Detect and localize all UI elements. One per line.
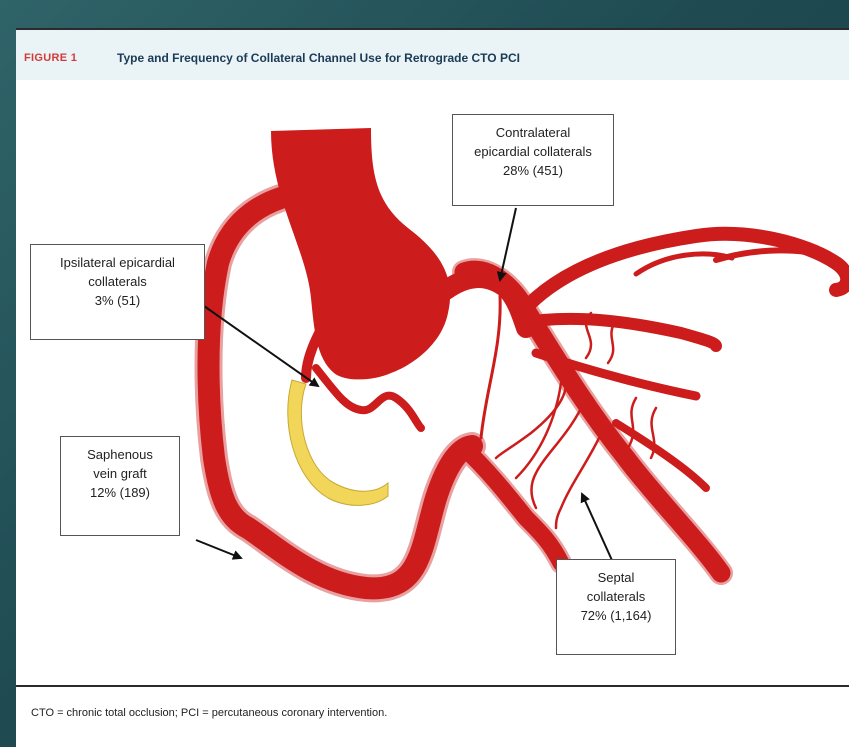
saphenous-line2: vein graft bbox=[61, 464, 179, 483]
septal-line2: collaterals bbox=[557, 587, 675, 606]
figure-title: Type and Frequency of Collateral Channel… bbox=[117, 51, 520, 65]
septal-collateral-3 bbox=[556, 423, 606, 528]
circumflex-side-branch bbox=[636, 254, 732, 274]
septal-collateral-2 bbox=[531, 398, 586, 508]
contralateral-line3: 28% (451) bbox=[453, 161, 613, 180]
saphenous-line1: Saphenous bbox=[61, 445, 179, 464]
contralateral-line2: epicardial collaterals bbox=[453, 142, 613, 161]
label-ipsilateral-collaterals: Ipsilateral epicardial collaterals 3% (5… bbox=[30, 244, 205, 340]
contralateral-line1: Contralateral bbox=[453, 123, 613, 142]
septal-line3: 72% (1,164) bbox=[557, 606, 675, 625]
coronary-diagram bbox=[16, 80, 849, 680]
figure-page: FIGURE 1 Type and Frequency of Collatera… bbox=[16, 28, 849, 747]
posterior-descending-artery bbox=[464, 448, 561, 563]
bottom-rule bbox=[16, 685, 849, 687]
saphenous-line3: 12% (189) bbox=[61, 483, 179, 502]
label-contralateral-collaterals: Contralateral epicardial collaterals 28%… bbox=[452, 114, 614, 206]
arrow-saphenous bbox=[196, 540, 241, 558]
circumflex-artery bbox=[521, 234, 847, 313]
squiggle-3 bbox=[628, 398, 636, 448]
septal-line1: Septal bbox=[557, 568, 675, 587]
ipsilateral-line3: 3% (51) bbox=[31, 291, 204, 310]
footnote: CTO = chronic total occlusion; PCI = per… bbox=[31, 707, 387, 719]
arrow-contralateral bbox=[500, 208, 516, 280]
ipsilateral-line1: Ipsilateral epicardial bbox=[31, 253, 204, 272]
aortic-root bbox=[271, 128, 450, 379]
septal-collateral-4 bbox=[516, 383, 561, 478]
label-saphenous-vein-graft: Saphenous vein graft 12% (189) bbox=[60, 436, 180, 536]
contralateral-collateral-channel bbox=[481, 296, 500, 438]
figure-header: FIGURE 1 Type and Frequency of Collatera… bbox=[16, 30, 849, 80]
label-septal-collaterals: Septal collaterals 72% (1,164) bbox=[556, 559, 676, 655]
ipsilateral-line2: collaterals bbox=[31, 272, 204, 291]
figure-label: FIGURE 1 bbox=[24, 52, 77, 64]
